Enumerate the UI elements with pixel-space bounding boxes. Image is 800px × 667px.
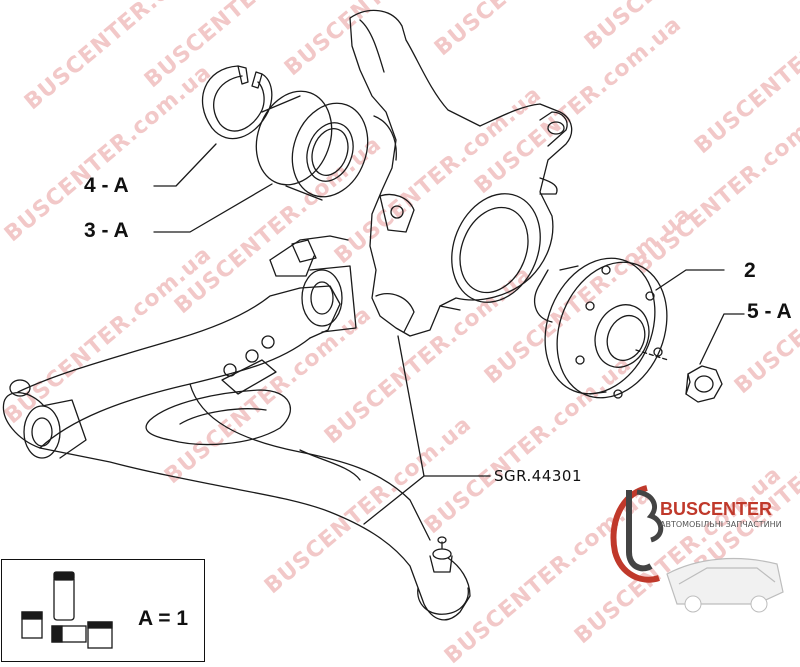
callout-part-5: 5 - A bbox=[747, 300, 792, 323]
brand-logo bbox=[610, 485, 784, 613]
brand-subtitle: АВТОМОБІЛЬНІ ЗАПЧАСТИНИ bbox=[660, 520, 782, 529]
snap-ring bbox=[201, 65, 273, 140]
leader-lines bbox=[153, 143, 745, 525]
callout-part-2: 2 bbox=[744, 259, 756, 282]
callout-part-3: 3 - A bbox=[84, 219, 129, 242]
callout-part-4: 4 - A bbox=[84, 174, 129, 197]
steering-knuckle bbox=[349, 9, 573, 337]
brand-name: BUSCENTER bbox=[660, 499, 773, 519]
hub-nut bbox=[685, 365, 723, 403]
wheel-hub bbox=[534, 257, 668, 399]
lower-control-arm bbox=[2, 235, 471, 621]
reference-code: SGR.44301 bbox=[494, 467, 583, 485]
legend-text: A = 1 bbox=[138, 607, 188, 630]
wheel-bearing bbox=[255, 90, 369, 201]
